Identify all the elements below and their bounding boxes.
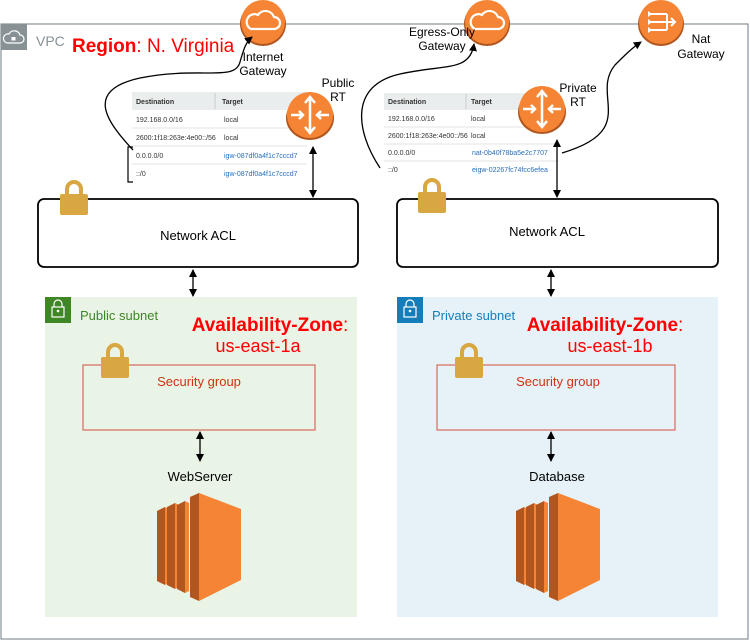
private-az-label: Availability-Zone: <box>527 315 684 336</box>
route-destination: 2600:1f18:263e:4e00::/56 <box>388 133 468 140</box>
public-security-group <box>82 364 316 431</box>
private-az-value: us-east-1b <box>567 336 652 356</box>
igw-route-bracket <box>127 146 133 183</box>
private-network-acl <box>396 198 719 268</box>
route-target: eigw-02267fc74fcc6efea <box>472 167 548 174</box>
public-subnet-label: Public subnet <box>80 308 158 323</box>
route-target: local <box>224 117 239 124</box>
private-subnet-lock-icon <box>397 297 423 323</box>
route-destination: 192.168.0.0/16 <box>388 116 435 123</box>
database-ec2-icon <box>516 493 600 601</box>
svg-text:Destination: Destination <box>388 99 426 106</box>
public-network-acl-label: Network ACL <box>160 228 236 243</box>
route-destination: 0.0.0.0/0 <box>388 150 415 157</box>
route-target: local <box>471 133 486 140</box>
public-az-label: Availability-Zone: <box>192 315 349 336</box>
internet-gateway-icon <box>240 0 286 46</box>
private-security-group <box>436 364 676 431</box>
private-route-table: Destination Target 192.168.0.0/16 local … <box>384 93 559 174</box>
webserver-label: WebServer <box>168 469 233 484</box>
igw-connector <box>104 36 253 151</box>
public-route-table: Destination Target 192.168.0.0/16 local … <box>132 92 307 178</box>
route-destination: 192.168.0.0/16 <box>136 117 183 124</box>
public-security-group-label: Security group <box>157 374 241 389</box>
vpc-label: VPC <box>36 33 65 49</box>
public-az-value: us-east-1a <box>215 336 301 356</box>
route-target: local <box>224 135 239 142</box>
svg-text:Target: Target <box>222 99 244 106</box>
public-nacl-lock-icon <box>58 180 90 217</box>
egress-connector <box>361 43 477 169</box>
vpc-boundary <box>0 23 749 640</box>
private-subnet-label: Private subnet <box>432 308 515 323</box>
region-label: Region: N. Virginia <box>72 36 235 57</box>
svg-text:Destination: Destination <box>136 99 174 106</box>
public-network-acl <box>37 198 359 268</box>
nat-connector <box>561 41 642 154</box>
route-target: igw-087df0a4f1c7cccd7 <box>224 153 298 160</box>
route-target: local <box>471 116 486 123</box>
route-destination: 0.0.0.0/0 <box>136 153 163 160</box>
route-target: igw-087df0a4f1c7cccd7 <box>224 171 298 178</box>
route-destination: 2600:1f18:263e:4e00::/56 <box>136 135 216 142</box>
route-target: nat-0b40f78ba5e2c7707 <box>472 150 548 157</box>
nat-gateway-icon <box>638 0 684 46</box>
svg-text:Target: Target <box>471 99 493 106</box>
database-label: Database <box>529 469 585 484</box>
egress-only-gateway-icon <box>464 0 510 46</box>
private-network-acl-label: Network ACL <box>509 224 585 239</box>
private-nacl-lock-icon <box>416 178 448 215</box>
vpc-cloud-icon <box>1 24 27 50</box>
private-security-group-label: Security group <box>516 374 600 389</box>
route-destination: ::/0 <box>388 167 398 174</box>
webserver-ec2-icon <box>157 493 241 601</box>
public-subnet-lock-icon <box>45 297 71 323</box>
route-destination: ::/0 <box>136 171 146 178</box>
